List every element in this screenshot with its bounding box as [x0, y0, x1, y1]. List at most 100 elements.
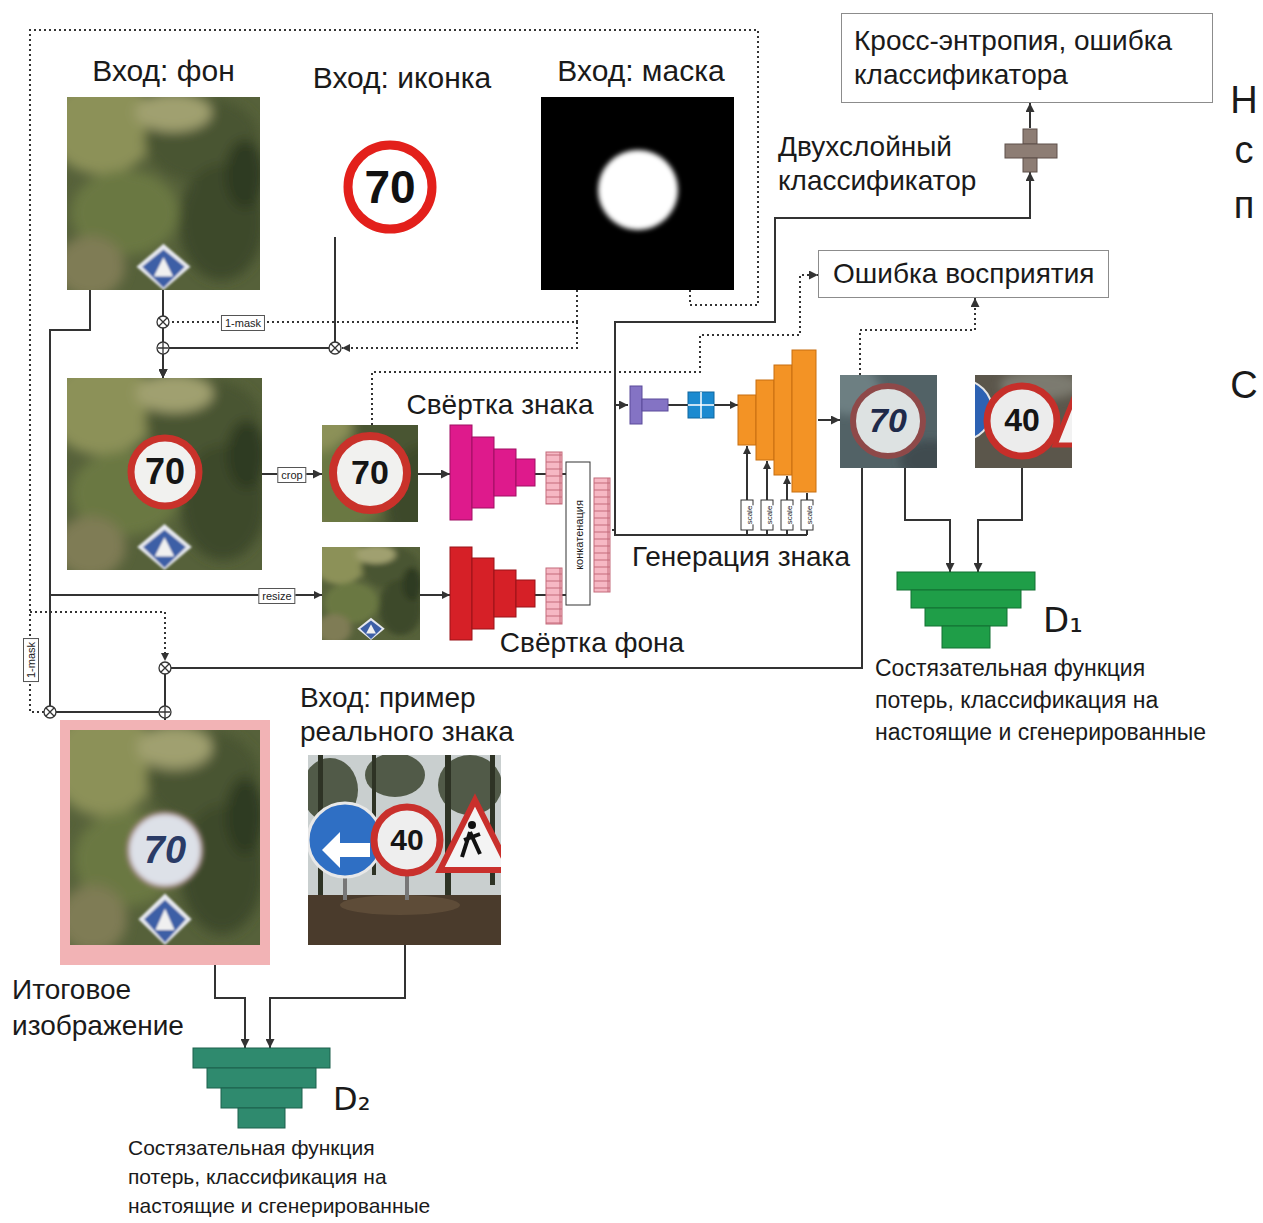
sign-generator: Генерация знака — [628, 348, 818, 530]
composite-photo — [131, 438, 199, 506]
crop-photo — [333, 436, 407, 510]
connector — [818, 419, 840, 421]
speed-sign-icon — [348, 145, 432, 229]
concat-block: конкатенация — [566, 462, 612, 605]
text-holder: Ошибка восприятия — [833, 257, 1094, 291]
connector — [612, 172, 1030, 530]
text-holder: D₁ — [1043, 600, 1095, 640]
feature-vector — [546, 452, 562, 504]
slide-text: С — [1230, 363, 1257, 407]
connector — [1029, 103, 1031, 128]
generated-photo — [840, 375, 937, 468]
real-example-photo — [462, 832, 480, 857]
text-holder: Генерация знака — [611, 540, 871, 574]
feature-vector — [546, 452, 610, 624]
wire — [806, 493, 808, 500]
loss-box: Ошибка восприятия — [818, 250, 1109, 298]
multiply-operator — [44, 316, 341, 718]
sign-encoder-layers — [450, 425, 472, 520]
real-crop-photo — [987, 386, 1057, 456]
connector — [165, 468, 862, 720]
text-holder: resize — [258, 586, 295, 604]
output-photo — [128, 813, 202, 887]
add-operator — [157, 342, 171, 718]
classifier-shape — [1005, 144, 1057, 158]
text-holder: Кросс-энтропия, ошибка классификатора — [854, 24, 1200, 92]
classifier-shape — [1023, 158, 1037, 172]
add-operator — [159, 706, 171, 718]
mask-image — [541, 97, 734, 290]
real-example-photo — [343, 875, 347, 900]
discriminator-pyramid — [207, 1068, 316, 1088]
latent-block — [688, 392, 714, 418]
real-example-photo — [440, 800, 501, 870]
input-background: Вход: фон — [67, 97, 260, 290]
multiply-operator — [329, 342, 341, 354]
text-holder: 70 — [125, 454, 205, 490]
edge-label: 1-mask — [23, 638, 39, 682]
feature-vector — [546, 568, 562, 624]
text-holder: Двухслойный классификатор — [778, 130, 993, 198]
text-holder: С — [1230, 363, 1257, 407]
text-holder: 70 — [125, 831, 205, 869]
decoder-layers — [792, 350, 816, 492]
classifier-label: Двухслойный классификатор — [778, 130, 993, 198]
loss-label: Кросс-энтропия, ошибка классификатора — [854, 24, 1200, 92]
connector — [905, 468, 950, 572]
classifier-shape — [1005, 129, 1057, 172]
text-holder: 70 — [350, 164, 430, 210]
discriminator-caption: Состязательная функция потерь, классифик… — [875, 652, 1225, 748]
slide-text: п — [1234, 183, 1255, 227]
decoder-layers — [738, 350, 816, 492]
background-encoder-layers — [472, 558, 494, 629]
input-icon: Вход: иконка70 — [330, 137, 450, 237]
sign-encoder-layers — [516, 459, 535, 486]
wire — [786, 476, 788, 500]
speed-sign-icon — [348, 145, 432, 229]
text-holder: 40 — [982, 404, 1062, 436]
edge-label: crop — [277, 467, 306, 483]
real-example-photo — [322, 832, 370, 868]
connector — [418, 473, 450, 475]
real-example-photo — [340, 895, 460, 915]
text-holder: scale — [778, 506, 796, 525]
text-holder: с — [1235, 128, 1254, 172]
multiply-operator — [157, 316, 169, 328]
add-operator — [158, 343, 168, 353]
multiply-operator — [331, 344, 339, 352]
wire — [766, 461, 768, 500]
slide-text: Н — [1230, 78, 1257, 122]
real-sign-example: Вход: пример реального знака40 — [308, 755, 501, 945]
discriminator: D₂Состязательная функция потерь, классиф… — [193, 1048, 330, 1128]
sign-number: 40 — [1004, 404, 1040, 436]
output-heading: Итоговое изображение — [12, 972, 197, 1044]
sign-number: 40 — [390, 825, 423, 855]
output-image: Итоговое изображение70 — [60, 720, 270, 965]
output-photo — [70, 730, 260, 945]
background-encoder-layers — [494, 570, 516, 617]
sign-encoder-layers — [450, 425, 535, 520]
wire — [668, 404, 688, 406]
classifier-shape — [1023, 129, 1037, 144]
loss-label: Ошибка восприятия — [833, 257, 1094, 291]
text-holder: scale — [758, 506, 776, 525]
wire — [746, 446, 748, 500]
connector — [215, 965, 245, 1048]
text-holder: конкатенация — [569, 475, 587, 595]
sign-number: 70 — [351, 455, 389, 489]
classifier: Двухслойный классификатор — [1005, 128, 1057, 172]
discriminator-pyramid — [193, 1048, 330, 1068]
discriminator-pyramid — [897, 572, 1035, 648]
multiply-operator — [159, 318, 167, 326]
connector — [30, 30, 758, 720]
scale-tag: scale — [745, 506, 755, 525]
input-mask: Вход: маска — [541, 97, 734, 290]
slide-text: с — [1235, 128, 1254, 172]
discriminator-pyramid — [238, 1108, 285, 1128]
add-operator — [157, 342, 169, 354]
text-holder: Вход: иконка — [267, 60, 537, 96]
multiply-operator — [159, 662, 171, 674]
